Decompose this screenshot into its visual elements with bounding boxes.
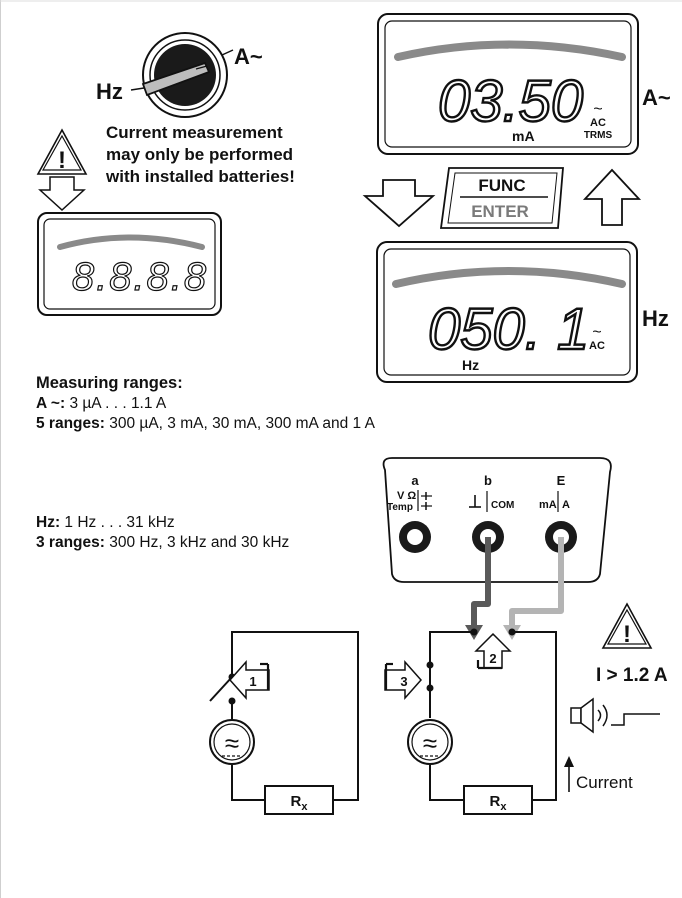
display-bottom-reading: 050. 1	[428, 297, 589, 362]
svg-text:V Ω: V Ω	[397, 490, 416, 502]
jack-panel: a V Ω Temp b COM E mA A	[382, 457, 612, 583]
ranges-heading: Measuring ranges:	[36, 374, 183, 392]
battery-arrow-icon	[38, 176, 86, 212]
display-top: 03.50 mA ~ AC TRMS	[377, 13, 639, 155]
selector-pointer	[141, 61, 211, 97]
svg-text:2: 2	[489, 651, 496, 666]
circuit-measure	[429, 631, 557, 801]
display-top-side-label: A~	[642, 85, 671, 110]
five-ranges-value: 300 µA, 3 mA, 30 mA, 300 mA and 1 A	[109, 415, 375, 432]
warning-text: Current measurement may only be performe…	[106, 122, 295, 188]
warning-line-1: Current measurement	[106, 123, 283, 142]
resistor-left: Rx	[264, 785, 334, 815]
warning-line-3: with installed batteries!	[106, 167, 295, 186]
display-top-reading: 03.50	[438, 69, 583, 134]
svg-text:a: a	[411, 473, 419, 488]
circuit-before	[209, 631, 359, 801]
display-bottom: 050. 1 Hz ~ AC	[376, 241, 638, 383]
measuring-ranges: Measuring ranges: A ~: 3 µA . . . 1.1 A …	[36, 372, 375, 434]
hz-range-label: Hz:	[36, 514, 61, 531]
svg-text:E: E	[557, 473, 566, 488]
display-bottom-side-label: Hz	[642, 306, 669, 331]
speaker-icon	[570, 697, 660, 734]
display-top-trms: TRMS	[584, 130, 613, 141]
alarm-warning-icon: !	[601, 602, 653, 649]
current-label: Current	[576, 773, 633, 792]
small-display: 8.8.8.8	[37, 212, 222, 316]
ac-source-right-icon: ≈	[407, 719, 453, 765]
func-enter-key: FUNC ENTER	[439, 167, 564, 229]
rotary-selector: Hz A~	[96, 32, 263, 118]
warning-line-2: may only be performed	[106, 145, 294, 164]
selector-hz-label: Hz	[96, 79, 123, 104]
current-arrow-icon	[564, 756, 574, 792]
step-3-icon: 3	[384, 660, 423, 700]
svg-text:Temp: Temp	[387, 502, 413, 513]
display-bottom-unit: Hz	[462, 357, 479, 373]
svg-text:b: b	[484, 473, 492, 488]
three-ranges-value: 300 Hz, 3 kHz and 30 kHz	[109, 534, 290, 551]
enter-label: ENTER	[471, 202, 529, 221]
step-1-icon: 1	[228, 660, 270, 700]
svg-text:!: !	[58, 147, 66, 174]
svg-text:3: 3	[400, 674, 407, 689]
three-ranges-label: 3 ranges:	[36, 534, 105, 551]
svg-text:≈: ≈	[225, 728, 239, 758]
test-lead-com	[471, 537, 491, 627]
display-top-ac: AC	[590, 117, 606, 129]
test-lead-ma	[509, 537, 564, 627]
display-bottom-ac: AC	[589, 340, 605, 352]
hz-range-value: 1 Hz . . . 31 kHz	[64, 514, 175, 531]
threshold-label: I > 1.2 A	[596, 665, 668, 686]
svg-text:~: ~	[593, 101, 602, 118]
frequency-ranges: Hz: 1 Hz . . . 31 kHz 3 ranges: 300 Hz, …	[36, 513, 289, 553]
five-ranges-label: 5 ranges:	[36, 415, 105, 432]
selector-a-label: A~	[234, 44, 263, 69]
a-range-label: A ~:	[36, 395, 66, 412]
arrow-up-icon	[582, 168, 642, 226]
svg-text:1: 1	[249, 674, 256, 689]
ac-source-left-icon: ≈	[209, 719, 255, 765]
svg-text:A: A	[562, 499, 570, 511]
display-top-unit: mA	[512, 128, 535, 144]
func-label: FUNC	[478, 176, 525, 195]
svg-text:≈: ≈	[423, 728, 437, 758]
svg-text:!: !	[623, 621, 631, 648]
svg-text:mA: mA	[539, 499, 557, 511]
a-range-value: 3 µA . . . 1.1 A	[69, 395, 167, 412]
small-display-reading: 8.8.8.8	[72, 255, 208, 299]
svg-text:COM: COM	[491, 500, 514, 511]
resistor-right: Rx	[463, 785, 533, 815]
svg-text:Rx: Rx	[291, 793, 309, 813]
arrow-down-icon	[362, 179, 436, 228]
step-2-icon: 2	[474, 632, 512, 670]
svg-text:~: ~	[592, 324, 601, 341]
svg-text:Rx: Rx	[490, 793, 508, 813]
warning-icon: !	[36, 128, 88, 175]
